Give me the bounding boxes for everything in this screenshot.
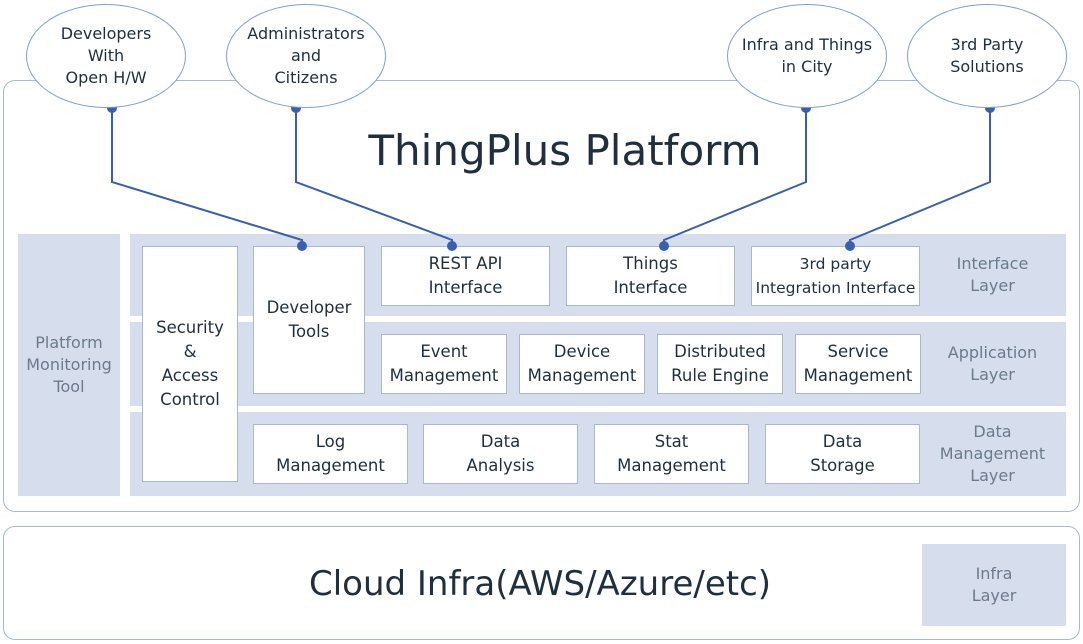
infra-things-connector-dot-bottom [659, 241, 669, 251]
stat-line-2: Management [617, 456, 726, 475]
rule-line-1: Distributed [674, 342, 766, 361]
analysis-line-1: Data [480, 432, 521, 451]
security-line-1: Security [156, 318, 224, 337]
things-interface-line-2: Interface [613, 278, 688, 297]
security-access-control-box: Security & Access Control [142, 246, 238, 482]
infra-things-ellipse: Infra and Things in City [727, 4, 887, 108]
data-storage-box: Data Storage [765, 424, 920, 484]
service-line-2: Management [803, 366, 913, 385]
third-party-integration-interface-box: 3rd party Integration Interface [751, 246, 920, 306]
log-line-2: Management [276, 456, 385, 475]
application-layer-line-2: Layer [970, 365, 1015, 384]
stat-management-box: Stat Management [594, 424, 749, 484]
administrators-line-3: Citizens [274, 68, 338, 87]
storage-line-2: Storage [810, 456, 875, 475]
interface-layer-line-2: Layer [970, 276, 1015, 295]
administrators-connector [295, 108, 453, 246]
data-layer-line-2: Management [939, 444, 1046, 463]
platform-title: ThingPlus Platform [368, 125, 762, 175]
developer-tools-line-2: Tools [288, 322, 330, 341]
administrators-connector-dot-bottom [447, 241, 457, 251]
stat-line-1: Stat [654, 432, 689, 451]
analysis-line-2: Analysis [466, 456, 535, 475]
third-party-interface-line-1: 3rd party [799, 255, 872, 273]
rest-api-line-1: REST API [428, 254, 503, 273]
device-management-box: Device Management [519, 334, 645, 394]
developers-ellipse: Developers With Open H/W [26, 4, 186, 108]
developers-line-1: Developers [60, 24, 152, 43]
storage-line-1: Data [822, 432, 863, 451]
service-management-box: Service Management [795, 334, 921, 394]
security-line-2: & [183, 342, 197, 361]
infra-layer-label: Infra Layer [922, 544, 1066, 626]
developers-line-2: With [87, 46, 125, 65]
data-management-layer-label: Data Management Layer [925, 412, 1060, 496]
device-line-2: Management [527, 366, 637, 385]
security-line-3: Access [161, 366, 219, 385]
developers-line-3: Open H/W [65, 68, 147, 87]
third-party-ellipse: 3rd Party Solutions [907, 4, 1067, 108]
infra-things-line-1: Infra and Things [741, 35, 873, 54]
log-management-box: Log Management [253, 424, 408, 484]
third-party-connector [849, 108, 991, 246]
third-party-connector-dot-bottom [845, 241, 855, 251]
cloud-infra-frame [3, 526, 1080, 640]
application-layer-line-1: Application [947, 343, 1038, 362]
administrators-line-2: and [290, 46, 322, 65]
developer-tools-box: Developer Tools [253, 246, 365, 394]
application-layer-label: Application Layer [925, 322, 1060, 406]
device-line-1: Device [553, 342, 611, 361]
security-line-4: Control [160, 390, 220, 409]
monitoring-line-2: Monitoring [26, 355, 112, 374]
service-line-1: Service [827, 342, 889, 361]
log-line-1: Log [315, 432, 346, 451]
developer-tools-line-1: Developer [266, 298, 352, 317]
interface-layer-label: Interface Layer [925, 234, 1060, 316]
infra-layer-band [922, 544, 1066, 626]
third-party-line-1: 3rd Party [950, 35, 1024, 54]
third-party-line-2: Solutions [950, 57, 1024, 76]
developers-connector [111, 108, 303, 246]
cloud-infra-title: Cloud Infra(AWS/Azure/etc) [308, 564, 772, 604]
third-party-interface-line-2: Integration Interface [755, 279, 916, 297]
distributed-rule-engine-box: Distributed Rule Engine [657, 334, 783, 394]
things-interface-box: Things Interface [566, 246, 735, 306]
data-layer-line-3: Layer [970, 466, 1015, 485]
platform-monitoring-tool-label: Platform Monitoring Tool [18, 234, 120, 496]
monitoring-line-1: Platform [35, 333, 103, 352]
rest-api-interface-box: REST API Interface [381, 246, 550, 306]
event-management-box: Event Management [381, 334, 507, 394]
developers-connector-dot-bottom [297, 241, 307, 251]
rest-api-line-2: Interface [428, 278, 503, 297]
monitoring-band [18, 234, 120, 496]
infra-things-line-2: in City [781, 57, 833, 76]
administrators-ellipse: Administrators and Citizens [226, 4, 386, 108]
event-line-1: Event [420, 342, 468, 361]
infra-layer-line-1: Infra [975, 564, 1013, 583]
interface-layer-line-1: Interface [956, 254, 1029, 273]
infra-layer-line-2: Layer [971, 586, 1017, 605]
event-line-2: Management [389, 366, 499, 385]
things-interface-line-1: Things [623, 254, 678, 273]
monitoring-line-3: Tool [53, 377, 85, 396]
administrators-line-1: Administrators [247, 24, 365, 43]
rule-line-2: Rule Engine [671, 366, 769, 385]
data-layer-line-1: Data [973, 422, 1012, 441]
infra-things-connector [663, 108, 807, 246]
data-analysis-box: Data Analysis [423, 424, 578, 484]
